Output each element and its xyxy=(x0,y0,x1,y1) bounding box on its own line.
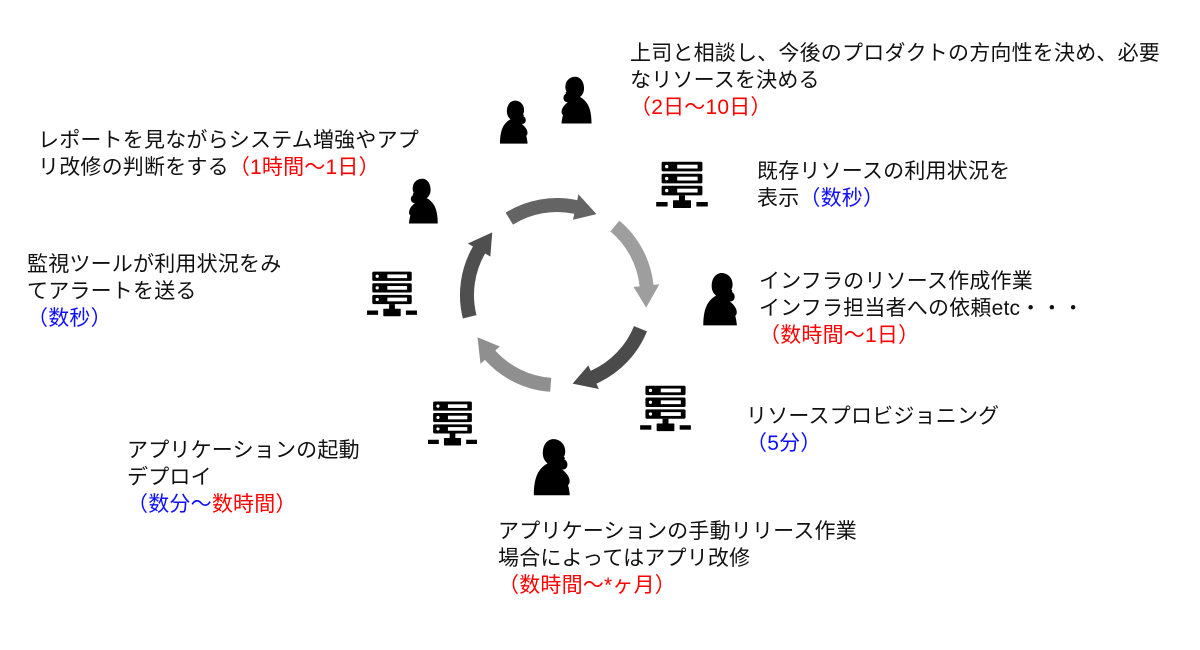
label-manual-release: アプリケーションの手動リリース作業場合によってはアプリ改修（数時間～*ヶ月） xyxy=(498,520,857,597)
label-monitoring-alert: 監視ツールが利用状況をみてアラートを送る（数秒） xyxy=(27,253,282,330)
thinking-person-icon xyxy=(526,428,586,506)
label-report-judgement: レポートを見ながらシステム増強やアプリ改修の判断をする（1時間～1日） xyxy=(38,129,419,179)
label-infra-resource-work: インフラのリソース作成作業インフラ担当者への依頼etc・・・（数時間～1日） xyxy=(759,270,1084,347)
label-resource-provisioning: リソースプロビジョニング（5分） xyxy=(746,405,1000,455)
server-stack-icon xyxy=(636,381,695,440)
cycle-arrow-top-icon xyxy=(505,194,597,225)
label-consult-plan: 上司と相談し、今後のプロダクトの方向性を決め、必要なリソースを決める（2日～10… xyxy=(630,42,1160,119)
server-stack-icon xyxy=(424,396,481,455)
label-resource-usage-display: 既存リソースの利用状況を表示（数秒） xyxy=(757,160,1011,210)
thinking-person-icon xyxy=(696,264,752,334)
cycle-arrow-left-icon xyxy=(445,226,503,323)
thinking-person-icon xyxy=(548,66,598,134)
cycle-arrow-lower-left-icon xyxy=(465,328,558,407)
server-stack-icon xyxy=(652,156,712,218)
label-app-start-deploy: アプリケーションの起動デプロイ（数分～数時間） xyxy=(127,439,360,516)
thinking-person-icon xyxy=(494,90,540,154)
server-stack-icon xyxy=(363,265,421,327)
cycle-arrow-upper-right-icon xyxy=(608,214,665,311)
